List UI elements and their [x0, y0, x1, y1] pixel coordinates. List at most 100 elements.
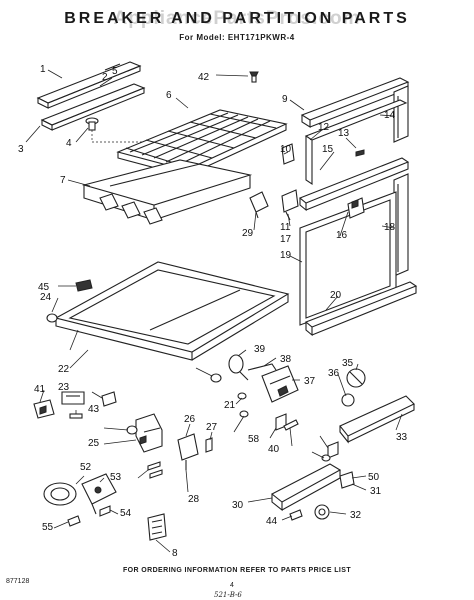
callout-6: 6: [166, 90, 172, 101]
callout-45: 45: [38, 282, 50, 293]
callout-8: 8: [172, 548, 178, 559]
partition-cover-15: [298, 157, 410, 212]
callout-24-a: 24: [40, 292, 52, 303]
breaker-strip-upper: [36, 61, 142, 109]
clip-50-31: [339, 471, 355, 489]
callout-1: 1: [40, 64, 46, 75]
callout-4: 4: [66, 138, 72, 149]
control-housing-25: [135, 413, 163, 453]
breaker-assembly: [81, 159, 253, 225]
lamp-bulb-39: [228, 354, 249, 381]
screw-24-lamp: [239, 410, 249, 418]
callout-29: 29: [242, 228, 254, 239]
callout-35: 35: [342, 358, 354, 369]
callout-36: 36: [328, 368, 340, 379]
callout-5: 5: [112, 66, 118, 77]
bracket-23: [61, 391, 85, 405]
bracket-41: [33, 399, 55, 419]
callout-38: 38: [280, 354, 292, 365]
callout-27: 27: [206, 422, 218, 433]
callout-42: 42: [198, 72, 210, 83]
screw-21: [237, 392, 247, 400]
callout-7: 7: [60, 175, 66, 186]
wire-shelf: [116, 109, 288, 177]
screw-24-right: [210, 373, 222, 383]
callout-20: 20: [330, 290, 342, 301]
handwritten-mark: 521-B-6: [214, 591, 242, 599]
callout-18: 18: [384, 222, 396, 233]
light-housing-37: [261, 365, 299, 403]
screw-13: [355, 149, 365, 157]
callout-40: 40: [268, 444, 280, 455]
callout-33: 33: [396, 432, 408, 443]
callout-26: 26: [184, 414, 196, 425]
hinge-11-17: [281, 189, 299, 221]
screw-42: [249, 71, 259, 83]
callout-16: 16: [336, 230, 348, 241]
callout-15: 15: [322, 144, 334, 155]
clip-29: [249, 191, 269, 219]
leader-lines: [25, 69, 403, 553]
callout-55: 55: [42, 522, 54, 533]
thermostat-26: [177, 433, 199, 470]
callout-41: 41: [34, 384, 46, 395]
light-bulb-35: [346, 368, 366, 388]
callout-10: 10: [280, 144, 292, 155]
bottom-rail-30: [270, 463, 342, 512]
callout-52: 52: [80, 462, 92, 473]
callout-13: 13: [338, 128, 350, 139]
partition-insulation-14: [393, 85, 409, 143]
partition-cover-12: [304, 99, 408, 186]
wire-38: [247, 363, 277, 371]
callout-25: 25: [88, 438, 100, 449]
callout-12: 12: [318, 122, 330, 133]
callout-32: 32: [350, 510, 362, 521]
breaker-frame-22: [54, 261, 290, 361]
page-number: 4: [230, 582, 234, 589]
heater-loop-52: [43, 482, 77, 506]
screw-27: [205, 437, 213, 453]
callout-31: 31: [370, 486, 382, 497]
leveler-32: [314, 504, 330, 520]
ordering-info-note: FOR ORDERING INFORMATION REFER TO PARTS …: [122, 567, 352, 574]
callout-50: 50: [368, 472, 380, 483]
callout-44: 44: [266, 516, 278, 527]
partition-bottom-20: [304, 281, 418, 337]
callout-9: 9: [282, 94, 288, 105]
screw-54: [99, 505, 111, 517]
terminal-block-8: [147, 513, 167, 541]
callout-37: 37: [304, 376, 316, 387]
callout-11: 11: [280, 222, 291, 233]
screw-55: [67, 515, 81, 527]
callout-43: 43: [88, 404, 100, 415]
callout-28: 28: [188, 494, 200, 505]
screw-24-left: [46, 313, 58, 323]
deflector-33: [339, 395, 415, 444]
clip-2-rail: [327, 441, 339, 459]
model-number: For Model: EHT171PKWR-4: [179, 33, 295, 42]
callout-22: 22: [58, 364, 70, 375]
bracket-43: [101, 391, 117, 407]
diagram-title: BREAKER AND PARTITION PARTS: [64, 10, 410, 27]
screw-44: [289, 509, 303, 521]
screw-40: [283, 419, 299, 431]
callout-19: 19: [280, 250, 292, 261]
callout-39: 39: [254, 344, 266, 355]
screw-28-left: [69, 413, 83, 419]
callout-14: 14: [384, 110, 396, 121]
drawing-number: 877128: [6, 578, 30, 585]
callout-numbers: 1 2 3 4 5 6 7 8 9 10 11 12 13 14 15 16 1…: [18, 64, 408, 559]
clip-45: [75, 279, 93, 292]
callout-3: 3: [18, 144, 24, 155]
defrost-timer-53: [81, 473, 117, 515]
screw-24-mid: [126, 425, 138, 435]
light-shield-36: [341, 393, 355, 407]
callout-21: 21: [224, 400, 236, 411]
watermark: AppliancePartsPros.com: [113, 8, 361, 29]
clip-10: [281, 143, 295, 165]
callout-23: 23: [58, 382, 70, 393]
callout-30: 30: [232, 500, 244, 511]
partition-frame-19: [299, 191, 397, 326]
